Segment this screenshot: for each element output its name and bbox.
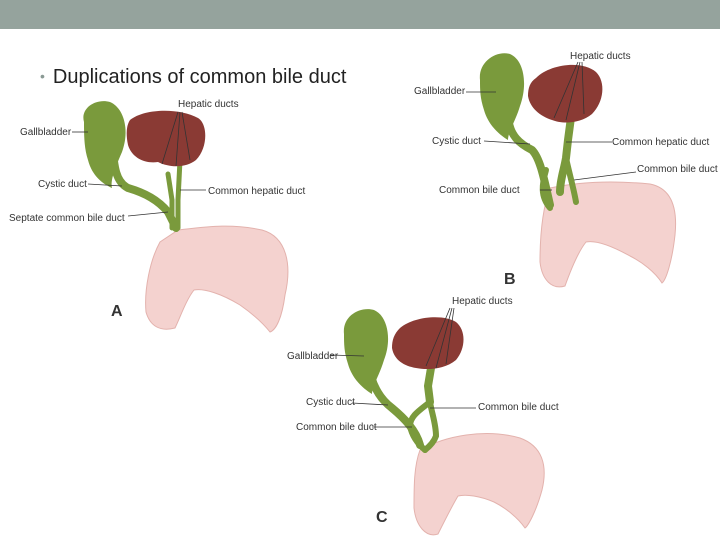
gallbladder-c (343, 309, 389, 394)
liver-a (126, 110, 206, 167)
label-cystic-duct-a: Cystic duct (38, 179, 87, 190)
panel-letter-a: A (111, 303, 123, 320)
label-common-bile-duct-c-left: Common bile duct (296, 422, 377, 433)
common-bile-duct-c-left (406, 399, 433, 453)
label-common-bile-duct-c-right: Common bile duct (478, 402, 559, 413)
duodenum-b (539, 181, 677, 288)
bullet-dot-icon: • (40, 68, 45, 84)
panel-letter-c: C (376, 509, 388, 526)
label-gallbladder-a: Gallbladder (20, 127, 72, 138)
label-common-bile-duct-b-right: Common bile duct (637, 164, 718, 175)
label-hepatic-ducts-a: Hepatic ducts (178, 99, 239, 110)
duodenum-c (413, 433, 545, 536)
label-common-hepatic-duct-a: Common hepatic duct (208, 186, 305, 197)
label-hepatic-ducts-c: Hepatic ducts (452, 296, 513, 307)
liver-c (392, 317, 464, 370)
septate-cbd-a-right (175, 157, 183, 231)
label-common-bile-duct-b-left: Common bile duct (439, 185, 520, 196)
diagram-panel-b: Hepatic ducts Gallbladder Cystic duct Co… (414, 51, 718, 288)
slide-bullet: • Duplications of common bile duct (40, 66, 346, 89)
hepatic-duct-c (423, 358, 436, 406)
label-hepatic-ducts-b: Hepatic ducts (570, 51, 631, 62)
liver-b (528, 64, 603, 123)
label-cystic-duct-b: Cystic duct (432, 136, 481, 147)
label-gallbladder-b: Gallbladder (414, 86, 466, 97)
septate-cbd-a-left (165, 171, 175, 231)
bullet-text: Duplications of common bile duct (52, 66, 347, 88)
diagram-panel-c: Hepatic ducts Gallbladder Cystic duct Co… (287, 296, 559, 536)
diagram-panel-a: Hepatic ducts Gallbladder Cystic duct Co… (9, 99, 305, 333)
common-bile-duct-c-right (422, 399, 440, 453)
label-septate-cbd-a: Septate common bile duct (9, 213, 125, 224)
duodenum-a (145, 225, 289, 333)
gallbladder-a (83, 101, 126, 188)
gallbladder-b (479, 53, 525, 140)
label-gallbladder-c: Gallbladder (287, 351, 339, 362)
panel-letter-b: B (504, 271, 516, 288)
common-bile-duct-b-right (563, 155, 579, 205)
label-cystic-duct-c: Cystic duct (306, 397, 355, 408)
slide-top-bar (0, 0, 720, 29)
label-common-hepatic-duct-b: Common hepatic duct (612, 137, 709, 148)
